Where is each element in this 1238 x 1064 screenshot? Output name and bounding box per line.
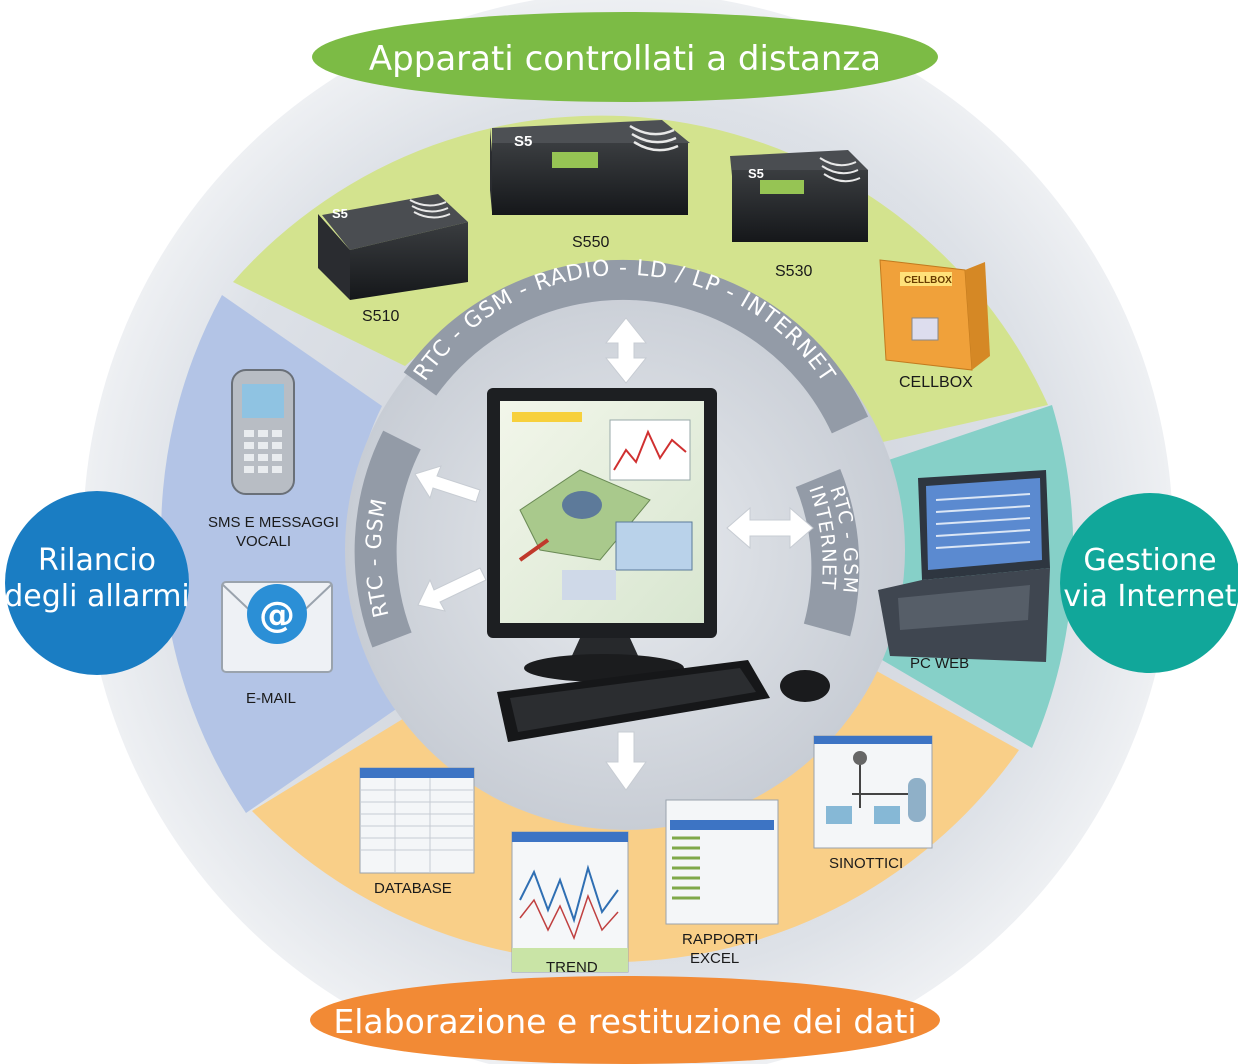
label-excel: EXCEL [690, 950, 739, 967]
laptop [878, 470, 1050, 662]
title-top-pill: Apparati controllati a distanza [312, 12, 938, 102]
label-s510: S510 [362, 308, 399, 325]
cellbox-logo-text: CELLBOX [904, 275, 952, 286]
arrow-right [726, 506, 814, 550]
ring-left [354, 430, 421, 648]
device-s510: S5 [318, 194, 468, 300]
label-sms-line1: SMS E MESSAGGI [208, 514, 339, 531]
at-symbol: @ [259, 595, 295, 636]
label-rapporti: RAPPORTI [682, 931, 758, 948]
mobile-phone [231, 369, 295, 495]
output-trend [511, 831, 629, 973]
device-s550: S5 [490, 120, 690, 215]
label-cellbox: CELLBOX [899, 374, 973, 391]
ring-right [795, 468, 860, 637]
badge-right-line2: via Internet [1063, 579, 1236, 614]
arrow-bottom [605, 731, 647, 791]
title-bottom-pill: Elaborazione e restituzione dei dati [310, 976, 940, 1064]
label-sms-line2: VOCALI [236, 533, 291, 550]
arrow-top [604, 317, 648, 384]
badge-left: Rilancio degli allarmi [4, 491, 190, 675]
device-cellbox: CELLBOX [879, 259, 990, 371]
label-sinottici: SINOTTICI [829, 855, 903, 872]
s550-badge: S5 [514, 133, 532, 150]
badge-left-line2: degli allarmi [4, 579, 190, 614]
label-database: DATABASE [374, 880, 452, 897]
label-trend: TREND [546, 959, 598, 976]
workstation [487, 388, 830, 742]
label-email: E-MAIL [246, 690, 296, 707]
s530-badge: S5 [748, 166, 764, 181]
arrow-left-lower [417, 567, 487, 612]
label-pc-web: PC WEB [910, 655, 969, 672]
ring-top [403, 259, 869, 434]
output-sinottici [813, 735, 933, 849]
email-envelope: @ [221, 581, 333, 673]
label-s530: S530 [775, 263, 812, 280]
title-top: Apparati controllati a distanza [369, 39, 881, 79]
badge-right-line1: Gestione [1083, 543, 1216, 578]
output-database [359, 767, 475, 874]
label-s550: S550 [572, 234, 609, 251]
title-bottom: Elaborazione e restituzione dei dati [333, 1002, 916, 1041]
badge-left-line1: Rilancio [38, 543, 156, 578]
device-s530: S5 [730, 150, 868, 242]
arrow-left-upper [414, 465, 481, 503]
mouse [780, 670, 830, 702]
badge-right: Gestione via Internet [1060, 493, 1238, 673]
sector-alarms [161, 295, 402, 813]
output-rapporti-excel [665, 799, 779, 925]
s510-badge: S5 [332, 206, 348, 221]
